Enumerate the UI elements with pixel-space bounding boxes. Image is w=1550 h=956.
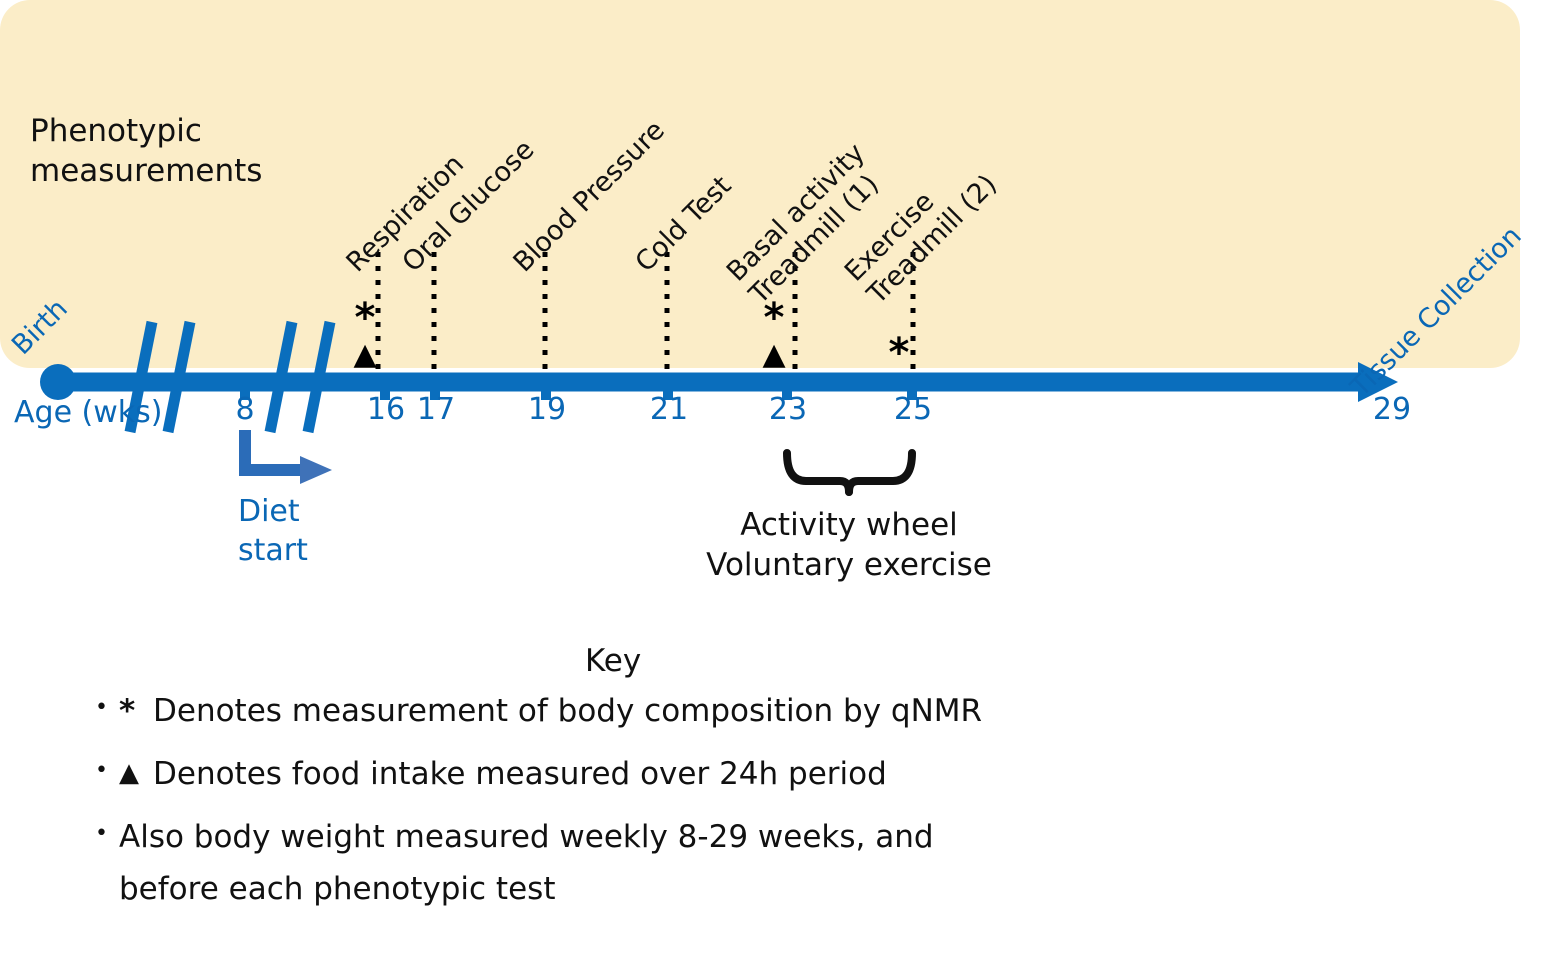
qnmr-star-icon-23: *	[763, 295, 785, 341]
diet-start-label: Diet start	[238, 492, 308, 570]
key-title: Key	[585, 643, 642, 679]
star-icon: *	[119, 693, 136, 729]
key-item-text-line1: Also body weight measured weekly 8-29 we…	[119, 818, 934, 855]
bullet-icon: •	[95, 757, 108, 783]
event-leader-lines	[375, 252, 916, 372]
timeline-ticks	[240, 386, 917, 400]
qnmr-star-icon-16: *	[354, 295, 376, 341]
tick-label-29: 29	[1372, 392, 1412, 427]
key-item-text: Denotes food intake measured over 24h pe…	[153, 755, 887, 792]
diet-start-line1: Diet	[238, 494, 300, 529]
key-item-qnmr: • * Denotes measurement of body composit…	[95, 692, 1195, 731]
birth-dot	[40, 364, 76, 400]
key-item-body-weight: • Also body weight measured weekly 8-29 …	[95, 818, 1195, 910]
tick-label-19: 19	[527, 392, 567, 427]
bullet-icon: •	[95, 820, 108, 846]
axis-break-marks	[124, 320, 336, 434]
bullet-icon: •	[95, 695, 108, 720]
timeline-arrowhead	[1358, 362, 1398, 402]
diet-start-line2: start	[238, 533, 308, 568]
panel-title-line2: measurements	[30, 152, 263, 189]
activity-wheel-brace	[783, 449, 916, 496]
food-intake-triangle-icon-23: ▲	[762, 337, 786, 372]
phenotypic-measurements-panel	[0, 0, 1520, 368]
key-item-text-line2: before each phenotypic test	[119, 871, 556, 908]
tick-label-8: 8	[235, 392, 255, 427]
key-list: • * Denotes measurement of body composit…	[95, 692, 1195, 933]
page-title: Phenotypic measurements	[30, 112, 360, 191]
axis-label-age: Age (wks)	[14, 395, 163, 430]
tick-label-23: 23	[768, 392, 808, 427]
qnmr-star-icon-25: *	[888, 330, 910, 376]
tick-label-21: 21	[649, 392, 689, 427]
triangle-icon: ▲	[119, 757, 139, 788]
activity-wheel-caption: Activity wheel Voluntary exercise	[706, 506, 992, 585]
brace-caption-line2: Voluntary exercise	[706, 546, 992, 583]
brace-caption-line1: Activity wheel	[740, 507, 958, 543]
key-item-text: Denotes measurement of body composition …	[153, 693, 983, 729]
tick-label-16: 16	[366, 392, 406, 427]
tick-label-25: 25	[893, 392, 933, 427]
food-intake-triangle-icon-16: ▲	[353, 337, 377, 372]
panel-title-line1: Phenotypic	[30, 113, 202, 149]
tick-label-17: 17	[416, 392, 456, 427]
diet-start-arrow	[239, 430, 332, 484]
key-item-text: Also body weight measured weekly 8-29 we…	[119, 818, 1195, 910]
key-item-food-intake: • ▲ Denotes food intake measured over 24…	[95, 755, 1195, 794]
